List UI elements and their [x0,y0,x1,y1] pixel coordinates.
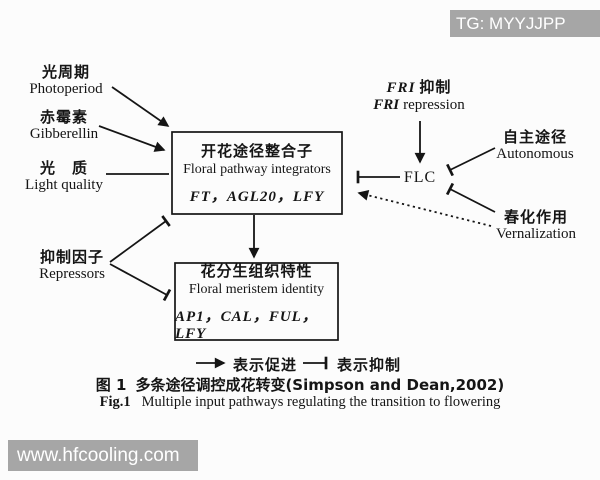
floral-meristem-identity-node: 花分生组织特性 Floral meristem identity AP1，CAL… [175,262,338,342]
autonomous-label: 自主途径 Autonomous [496,129,574,163]
meristem-title-en: Floral meristem identity [188,282,325,297]
vernalization-label: 春化作用 Vernalization [496,209,576,243]
flc-node-label: FLC [403,169,437,186]
gibberellin-label-en: Gibberellin [29,125,99,142]
photoperiod-label-zh: 光周期 [41,63,90,81]
fri-gene-en: FRI [373,96,400,113]
legend-promote-label: 表示促进 [233,356,298,374]
vernalization-dotted-promote-arrow [357,189,492,227]
floral-meristem-identity-box [174,262,339,341]
repressors-inhibit-meristem-tbar [109,263,172,302]
meristem-genes: AP1，CAL，FUL，LFY [175,309,318,342]
vernalization-inhibit-flc-tbar [445,182,496,213]
light-quality-label: 光 质 Light quality [25,160,103,194]
fri-gene-zh: FRI [386,80,416,96]
figure-caption-en: Fig.1 Multiple input pathways regulating … [100,394,501,411]
autonomous-label-en: Autonomous [496,145,574,162]
photoperiod-label: 光周期 Photoperiod [29,64,102,98]
integrators-title-zh: 开花途径整合子 [200,142,313,160]
vernalization-label-zh: 春化作用 [503,208,568,226]
figure-caption-en-number: Fig.1 [99,394,131,410]
gibberellin-promote-arrow [98,125,166,152]
watermark-top-right: TG: MYYJJPP [450,10,600,37]
meristem-title-zh: 花分生组织特性 [200,262,313,280]
repressors-label-en: Repressors [39,265,105,282]
floral-pathway-integrators-node: 开花途径整合子 Floral pathway integrators FT，AG… [172,132,342,214]
light-quality-label-zh: 光 质 [39,159,89,177]
figure-caption-zh-number: 图 1 [95,376,127,394]
watermark-bottom-left: www.hfcooling.com [8,440,198,471]
autonomous-label-zh: 自主途径 [502,128,568,146]
repressors-label: 抑制因子 Repressors [39,249,105,283]
figure-caption-en-text: Multiple input pathways regulating the t… [141,394,501,410]
repressors-inhibit-integrators-tbar [109,215,171,263]
gibberellin-label-zh: 赤霉素 [39,108,89,126]
photoperiod-label-en: Photoperiod [29,80,103,97]
integrators-genes: FT，AGL20，LFY [189,189,325,205]
repressors-label-zh: 抑制因子 [39,248,105,266]
gibberellin-label: 赤霉素 Gibberellin [30,109,98,143]
floral-pathway-integrators-box [171,131,343,215]
photoperiod-promote-arrow [111,86,170,127]
light-quality-label-en: Light quality [25,176,103,193]
vernalization-label-en: Vernalization [496,225,576,242]
figure-caption-zh: 图 1 多条途径调控成花转变(Simpson and Dean,2002) [96,374,504,395]
integrators-title-en: Floral pathway integrators [183,162,331,177]
legend-inhibit-label: 表示抑制 [337,356,402,374]
figure-caption-zh-text: 多条途径调控成花转变(Simpson and Dean,2002) [135,376,505,394]
autonomous-inhibit-flc-tbar [446,147,496,177]
